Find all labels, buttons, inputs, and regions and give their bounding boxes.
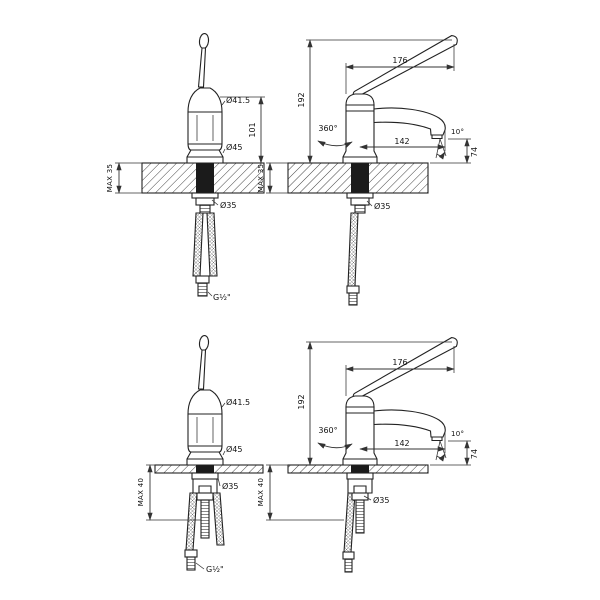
aerator-angle-arc [436,151,446,160]
dim-shank-diameter: Ø35 [374,201,390,211]
clamp-bracket [192,478,218,494]
hose [347,212,359,287]
mounting-hole [351,465,369,473]
dim-max-thickness: MAX 40 [257,478,265,507]
dim-thread-size: G½" [206,565,224,574]
dimensions: Ø41.5 Ø45 101 MAX 35 Ø35 G½" [106,95,265,302]
leader-line [207,291,213,297]
mounting-nut [195,197,215,206]
dim-spout-height: 74 [470,147,479,157]
under-counter-assembly [184,472,225,571]
dim-body-diameter: Ø41.5 [226,397,250,407]
hose-end-nut [195,275,210,284]
dim-total-height: 192 [297,92,306,107]
dim-spout-reach: 142 [394,439,409,448]
leader-line [221,100,226,106]
mounting-hole [196,163,214,193]
dimensions: 176 192 360° 142 10° 74 MAX 40 Ø35 [257,341,479,521]
hose-thread-end [197,282,208,297]
dim-spout-height: 74 [470,449,479,459]
mounting-hole [196,465,214,473]
flange [191,192,219,199]
swivel-arrow [317,442,353,450]
swivel-arrow [317,140,353,148]
threaded-shank [354,204,366,214]
mounting-nut [196,492,214,501]
dim-body-diameter: Ø41.5 [226,95,250,105]
under-counter-assembly [342,472,374,573]
dim-shank-diameter: Ø35 [222,481,238,491]
faucet-front-body [186,32,224,164]
leader-line [221,402,226,408]
faucet-front-body [186,334,224,466]
dim-base-diameter: Ø45 [226,142,242,152]
hose-right [212,492,225,546]
leader-line [217,477,221,487]
aerator-angle-arc [436,453,446,462]
hose-end-nut [184,549,198,558]
dim-aerator-angle: 10° [451,430,464,438]
hose-end-nut [346,285,360,294]
dim-total-length: 176 [392,358,407,367]
flange [191,472,219,480]
dim-shank-diameter: Ø35 [220,200,236,210]
under-counter-assembly [346,192,374,306]
mounting-hole [351,163,369,193]
leader-line [222,148,226,154]
hose-right [206,212,218,277]
dim-thread-size: G½" [213,293,231,302]
mounting-nut [350,197,370,206]
leader-line [195,562,205,570]
view-top-side: 176 192 360° 142 10° 74 MAX 35 Ø35 [257,35,479,306]
hose-thread-end [348,292,358,306]
dim-body-height: 101 [248,122,257,137]
threaded-rod [355,499,365,534]
threaded-shank [199,204,211,214]
hose-thread-end [344,558,353,573]
leader-line [363,495,372,501]
view-top-front: Ø41.5 Ø45 101 MAX 35 Ø35 G½" [106,32,265,302]
leader-line [211,199,219,206]
dim-swivel-angle: 360° [318,124,337,133]
dim-base-diameter: Ø45 [226,444,242,454]
dim-total-height: 192 [297,394,306,409]
threaded-rod [200,499,210,539]
dim-max-thickness: MAX 35 [106,164,114,193]
hose-left [192,212,204,277]
dim-max-thickness: MAX 35 [257,164,265,193]
leader-line [366,200,373,207]
dimensions: Ø41.5 Ø45 Ø35 MAX 40 G½" [137,397,250,574]
dim-spout-reach: 142 [394,137,409,146]
hose-left [185,492,198,551]
hose-end-nut [342,551,355,560]
clamp-bracket [347,478,373,494]
leader-line [222,450,226,456]
dim-total-length: 176 [392,56,407,65]
dimensions: 176 192 360° 142 10° 74 MAX 35 Ø35 [257,39,479,211]
dim-shank-diameter: Ø35 [373,495,389,505]
flange [346,192,374,199]
hose-thread-end [186,556,196,571]
dim-max-thickness: MAX 40 [137,478,145,507]
hose [343,492,356,553]
view-bottom-front: Ø41.5 Ø45 Ø35 MAX 40 G½" [137,334,264,574]
dim-aerator-angle: 10° [451,128,464,136]
flange [346,472,374,480]
view-bottom-side: 176 192 360° 142 10° 74 MAX 40 Ø35 [257,337,479,573]
under-counter-assembly [191,192,219,297]
dim-swivel-angle: 360° [318,426,337,435]
